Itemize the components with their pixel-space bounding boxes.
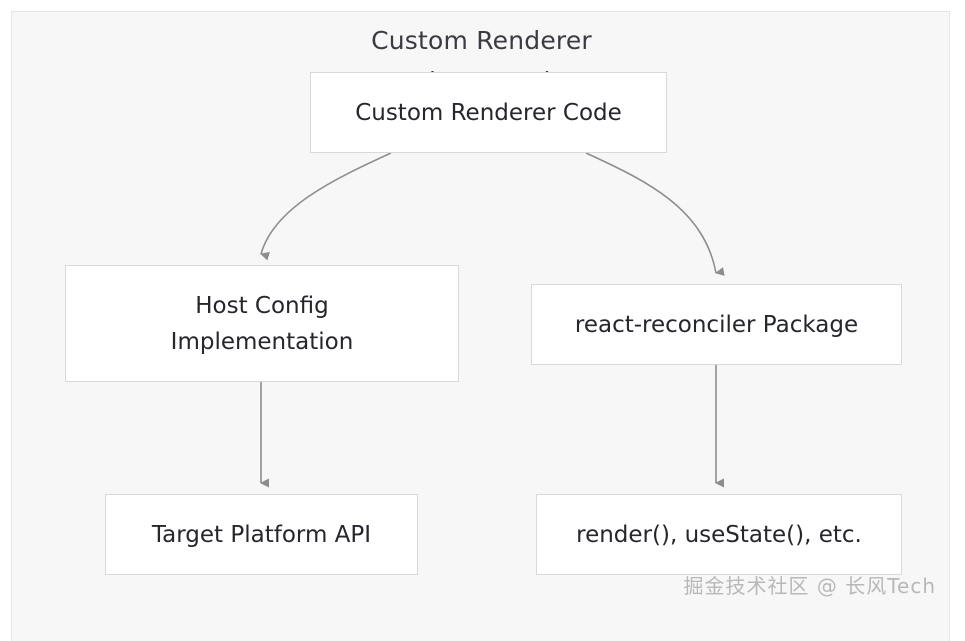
node-target-platform-api-label: Target Platform API [151, 521, 372, 548]
diagram-panel: Custom Renderer Implementation Custom Re… [11, 11, 950, 641]
node-render-usestate[interactable]: render(), useState(), etc. [536, 494, 902, 575]
edge-custom-renderer-code-to-host-config [260, 152, 392, 261]
node-custom-renderer-code[interactable]: Custom Renderer Code [310, 72, 667, 153]
node-host-config[interactable]: Host Config Implementation [65, 265, 459, 382]
node-render-usestate-label: render(), useState(), etc. [576, 521, 862, 548]
node-react-reconciler-label: react-reconciler Package [574, 311, 859, 338]
node-host-config-label: Host Config Implementation [170, 292, 354, 355]
edge-custom-renderer-code-to-react-reconciler [585, 152, 725, 276]
watermark: 掘金技术社区 @ 长风Tech [683, 574, 936, 598]
node-custom-renderer-code-label: Custom Renderer Code [355, 99, 622, 126]
node-react-reconciler[interactable]: react-reconciler Package [531, 284, 902, 365]
node-target-platform-api[interactable]: Target Platform API [105, 494, 418, 575]
